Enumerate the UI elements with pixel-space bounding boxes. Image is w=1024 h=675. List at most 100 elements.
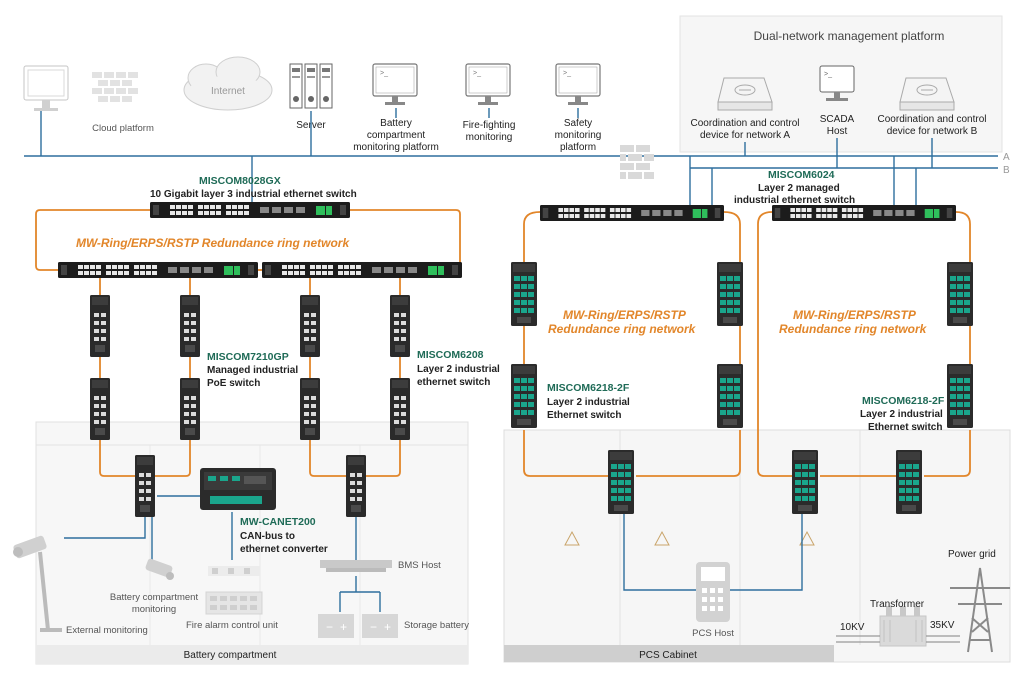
server-icon [289, 63, 333, 109]
canet-desc-1: CAN-bus to [240, 531, 295, 542]
battery-cam-label-1: Battery compartment [110, 592, 199, 603]
cloud-platform-label: Cloud platform [92, 123, 154, 134]
battery-compartment-camera-icon [145, 558, 174, 580]
storage-battery-icon: −+ −+ [318, 614, 398, 638]
green-switch-mid-1 [511, 262, 537, 326]
safety-monitoring-label-2: monitoring [555, 130, 602, 141]
safety-monitoring-label-3: platform [560, 142, 596, 153]
voltage-35kv-label: 35KV [930, 620, 955, 631]
rack-switch-miscom6024-a [540, 205, 724, 221]
m6024-desc-2: industrial ethernet switch [734, 195, 855, 206]
svg-text:−: − [326, 620, 333, 634]
m6218-desc-mid-1: Layer 2 industrial [547, 397, 630, 408]
din-switch-7210-4 [180, 378, 200, 440]
battery-cam-label-2: monitoring [132, 604, 176, 615]
firewall-icon [620, 145, 654, 179]
core-switch-desc: 10 Gigabit layer 3 industrial ethernet s… [150, 189, 357, 200]
battery-compartment-label: Battery compartment [184, 650, 277, 661]
m6024-desc-1: Layer 2 managed [758, 183, 840, 194]
scada-label-2: Host [827, 126, 848, 137]
device-a-label-1: Coordination and control [691, 118, 800, 129]
m7210-desc-1: Managed industrial [207, 365, 298, 376]
device-b-label-1: Coordination and control [878, 114, 987, 125]
mid-ring-label-1: MW-Ring/ERPS/RSTP [563, 308, 687, 322]
cloud-platform-icon [23, 65, 138, 111]
green-switch-mid-2 [717, 262, 743, 326]
m6208-desc-1: Layer 2 industrial [417, 364, 500, 375]
fire-monitoring-label-2: monitoring [466, 132, 513, 143]
battery-monitoring-monitor-icon [372, 63, 418, 106]
canet-converter-icon [200, 468, 276, 510]
m7210-model: MISCOM7210GP [207, 351, 289, 363]
transformer-icon [879, 606, 927, 647]
din-switch-6208-3 [300, 378, 320, 440]
canet-desc-2: ethernet converter [240, 544, 328, 555]
fire-alarm-unit-icon [205, 566, 263, 615]
pcs-cabinet-label: PCS Cabinet [639, 650, 697, 661]
din-switch-7210-1 [90, 295, 110, 357]
scada-label-1: SCADA [820, 114, 855, 125]
battery-monitoring-label-2: compartment [367, 130, 426, 141]
right-ring-label-1: MW-Ring/ERPS/RSTP [793, 308, 917, 322]
safety-monitoring-monitor-icon [555, 63, 601, 106]
svg-text:+: + [384, 620, 391, 634]
device-b-label-2: device for network B [887, 126, 978, 137]
pcs-host-label: PCS Host [692, 628, 734, 639]
m6208-model: MISCOM6208 [417, 349, 484, 361]
rack-switch-left-2 [262, 262, 462, 278]
green-switch-mid-3 [511, 364, 537, 428]
canet-model: MW-CANET200 [240, 516, 316, 528]
green-switch-right-1 [947, 262, 973, 326]
m7210-desc-2: PoE switch [207, 378, 260, 389]
bms-host-label: BMS Host [398, 560, 441, 571]
power-grid-label: Power grid [948, 549, 996, 560]
din-switch-7210-3 [90, 378, 110, 440]
green-switch-right-2 [947, 364, 973, 428]
din-switch-6208-4 [390, 378, 410, 440]
svg-text:−: − [370, 620, 377, 634]
transformer-label: Transformer [870, 599, 925, 610]
right-ring-label-2: Redundance ring network [779, 322, 928, 336]
safety-monitoring-label-1: Safety [564, 118, 592, 129]
power-grid-tower-icon [950, 567, 1010, 653]
svg-text:>_: >_ [824, 71, 832, 78]
green-switch-mid-5 [608, 450, 634, 514]
fire-monitoring-label-1: Fire-fighting [463, 120, 516, 131]
m6218-desc-mid-2: Ethernet switch [547, 410, 621, 421]
m6208-desc-2: ethernet switch [417, 377, 490, 388]
pcs-host-icon [696, 562, 730, 622]
bus-b-label: B [1003, 165, 1010, 176]
internet-label: Internet [211, 86, 245, 97]
m6218-desc-right-2: Ethernet switch [868, 422, 942, 433]
m6218-desc-right-1: Layer 2 industrial [860, 409, 943, 420]
fire-monitoring-monitor-icon [465, 63, 511, 106]
din-switch-bottom-left [135, 455, 155, 517]
battery-monitoring-label-1: Battery [380, 118, 412, 129]
rack-switch-miscom6024-b [772, 205, 956, 221]
m6218-model-right: MISCOM6218-2F [862, 395, 945, 407]
battery-monitoring-label-3: monitoring platform [353, 142, 439, 153]
din-switch-bottom-right [346, 455, 366, 517]
din-switch-7210-2 [180, 295, 200, 357]
din-switch-6208-1 [300, 295, 320, 357]
green-switch-right-4 [896, 450, 922, 514]
fire-alarm-label: Fire alarm control unit [186, 620, 278, 631]
m6218-model-mid: MISCOM6218-2F [547, 382, 630, 394]
core-switch-miscom8028gx [150, 202, 350, 218]
rack-switch-left-1 [58, 262, 258, 278]
bms-host-icon [320, 560, 392, 568]
scada-host-icon: >_ [819, 65, 855, 101]
internet-cloud-icon [183, 56, 273, 111]
storage-battery-label: Storage battery [404, 620, 469, 631]
mid-ring-label-2: Redundance ring network [548, 322, 697, 336]
left-ring-label: MW-Ring/ERPS/RSTP Redundance ring networ… [76, 236, 350, 250]
green-switch-mid-4 [717, 364, 743, 428]
external-monitoring-label: External monitoring [66, 625, 148, 636]
voltage-10kv-label: 10KV [840, 622, 865, 633]
external-camera-icon [13, 535, 62, 632]
core-switch-model: MISCOM8028GX [199, 175, 281, 187]
m6024-model: MISCOM6024 [768, 169, 835, 181]
bus-a-label: A [1003, 152, 1010, 163]
svg-text:+: + [340, 620, 347, 634]
